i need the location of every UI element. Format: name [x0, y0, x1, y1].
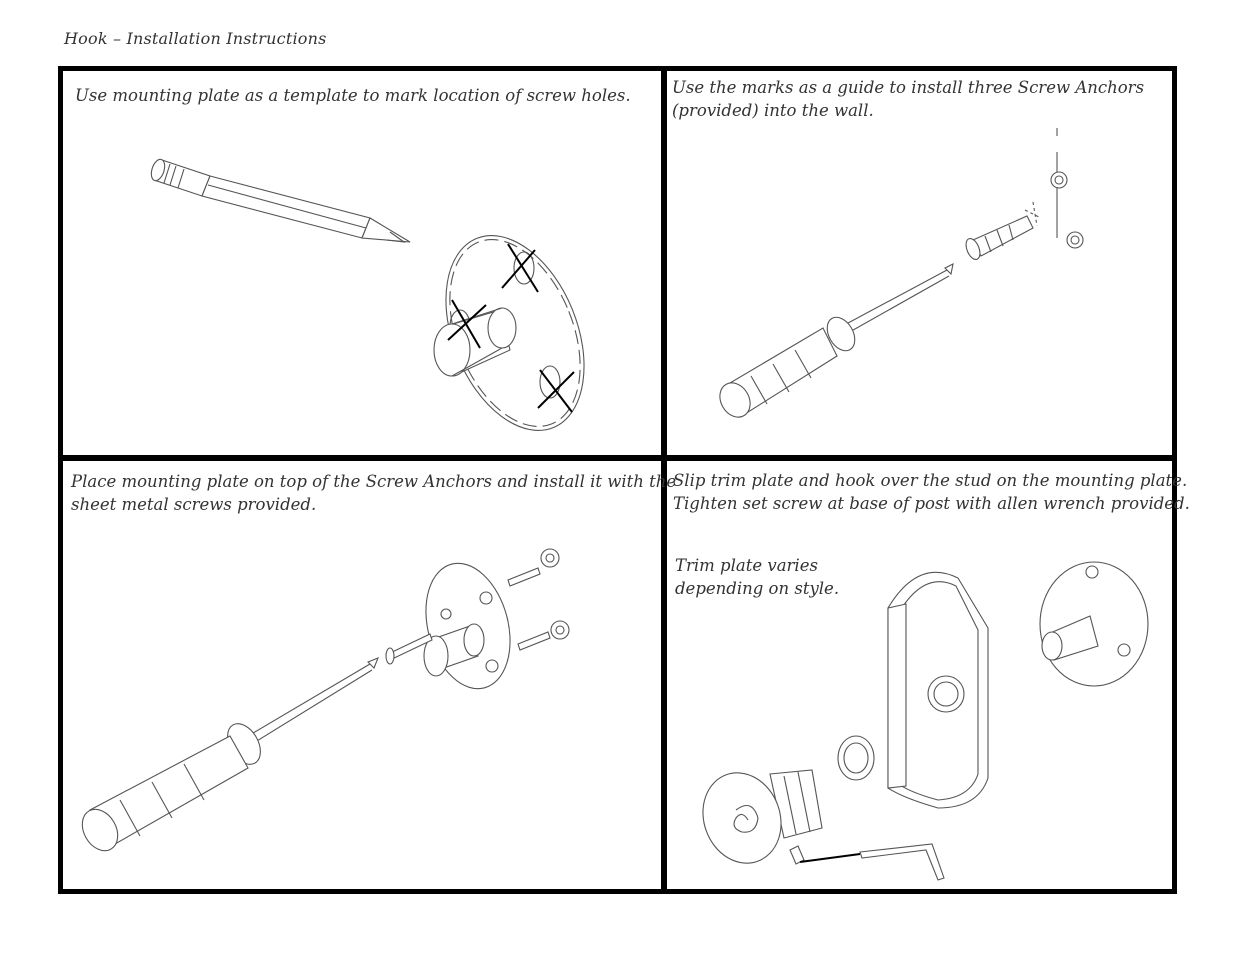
instruction-grid — [58, 66, 1177, 894]
step-3-caption: Place mounting plate on top of the Screw… — [71, 472, 677, 514]
mounting-plate-icon — [419, 215, 610, 451]
step-2-caption: Use the marks as a guide to install thre… — [672, 78, 1145, 120]
hook-icon — [691, 762, 822, 874]
screwdriver-icon — [75, 658, 378, 857]
step-1-caption: Use mounting plate as a template to mark… — [75, 86, 631, 105]
step-3-illustration — [80, 540, 600, 870]
mounting-plate-icon — [413, 554, 523, 698]
mounting-plate-icon — [1040, 562, 1148, 686]
step-1-illustration — [150, 150, 600, 440]
grid-vertical-divider — [661, 66, 667, 894]
pencil-icon — [149, 158, 410, 242]
hole-mark-icons — [448, 244, 574, 412]
allen-wrench-icon — [800, 844, 944, 880]
step-4-illustration — [688, 548, 1158, 888]
screwdriver-icon — [714, 264, 953, 423]
screw-anchor-icon — [963, 216, 1033, 261]
washer-icon — [838, 736, 874, 780]
wall-marks-icon — [1025, 128, 1083, 248]
grid-horizontal-divider — [58, 455, 1177, 461]
trim-plate-icon — [888, 572, 988, 808]
step-2-illustration — [715, 128, 1115, 428]
step-4-caption: Slip trim plate and hook over the stud o… — [673, 471, 1190, 513]
set-screw-icon — [790, 846, 804, 864]
trim-plate-note: Trim plate varies depending on style. — [675, 556, 840, 598]
document-title: Hook – Installation Instructions — [64, 29, 327, 48]
screw-icons — [386, 549, 569, 664]
